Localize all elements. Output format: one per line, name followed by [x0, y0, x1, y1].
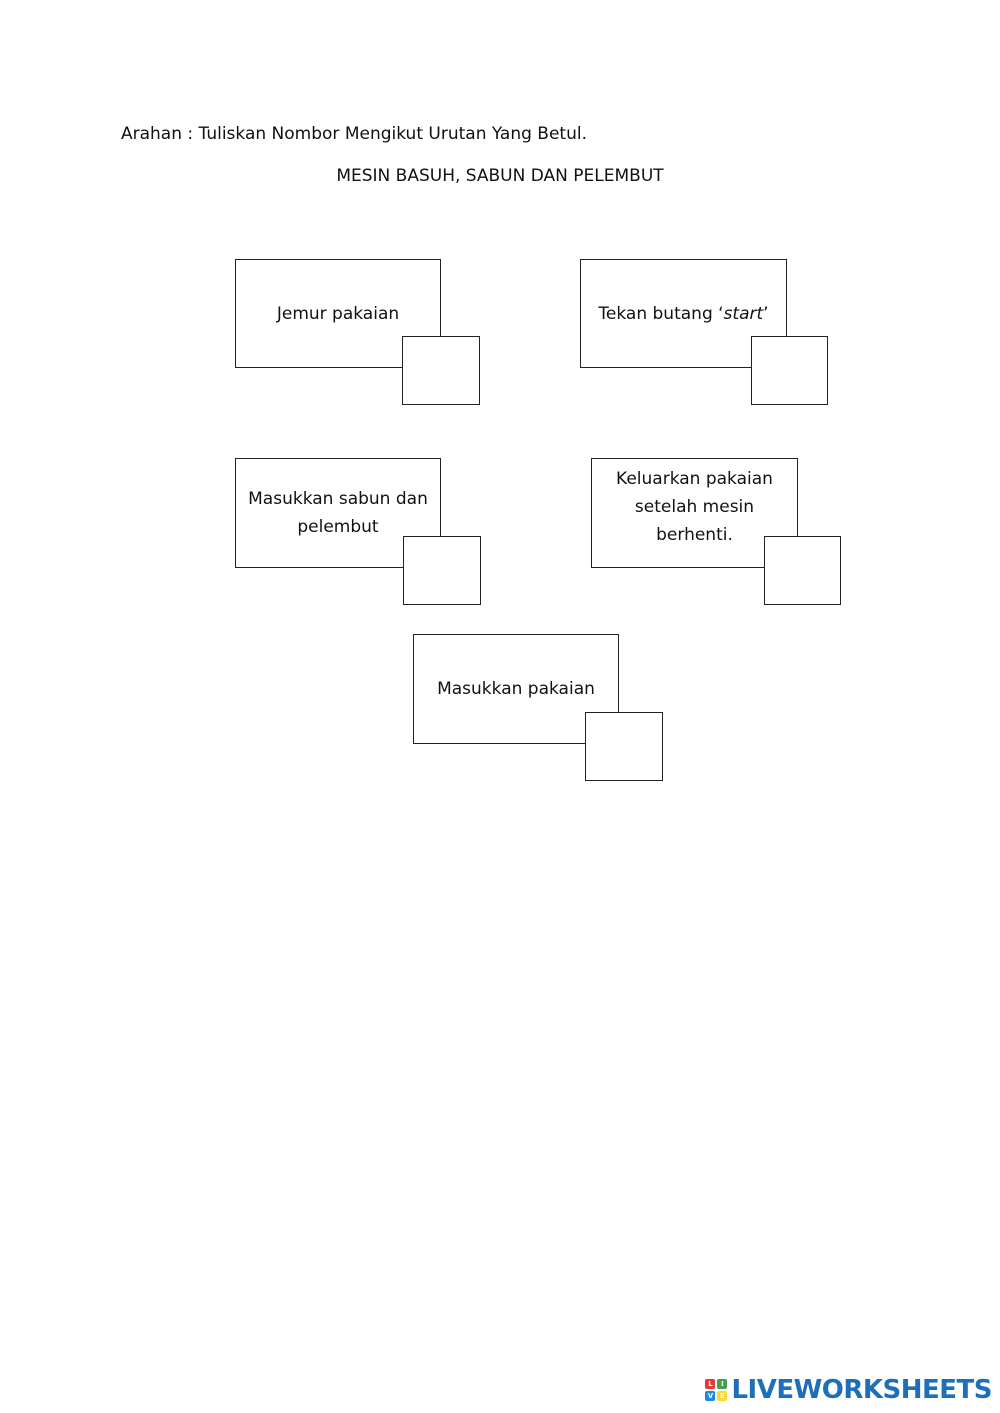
step-card-label-prefix: Tekan butang ‘ — [598, 303, 724, 324]
step-card-label: Tekan butang ‘start’ — [590, 300, 776, 328]
step-card-line: Keluarkan pakaian — [616, 469, 773, 489]
step-card-label: Jemur pakaian — [276, 303, 400, 324]
brand-watermark: L I V E LIVEWORKSHEETS — [705, 1375, 992, 1405]
step-card-label: Keluarkan pakaian setelah mesin berhenti… — [608, 465, 781, 549]
answer-box-1[interactable] — [402, 336, 480, 405]
logo-tile: V — [705, 1391, 716, 1401]
step-card-keluarkan-pakaian: Keluarkan pakaian setelah mesin berhenti… — [591, 458, 798, 568]
answer-box-5[interactable] — [585, 712, 663, 781]
step-card-line: berhenti. — [656, 525, 733, 545]
step-card-line: Masukkan sabun dan — [248, 489, 428, 509]
step-card-label-suffix: ’ — [763, 303, 769, 324]
logo-tile: I — [717, 1379, 728, 1389]
step-card-masukkan-pakaian: Masukkan pakaian — [413, 634, 619, 744]
step-card-line: setelah mesin — [634, 497, 755, 517]
logo-tile: L — [705, 1379, 716, 1389]
step-card-label: Masukkan sabun dan pelembut — [240, 485, 436, 541]
answer-box-2[interactable] — [751, 336, 828, 405]
logo-tile: E — [717, 1391, 728, 1401]
step-card-label: Masukkan pakaian — [437, 679, 595, 699]
step-card-line: pelembut — [297, 517, 379, 537]
brand-name: LIVEWORKSHEETS — [731, 1375, 992, 1405]
instruction-text: Arahan : Tuliskan Nombor Mengikut Urutan… — [121, 124, 587, 144]
liveworksheets-logo-icon: L I V E — [705, 1379, 728, 1401]
worksheet-title: MESIN BASUH, SABUN DAN PELEMBUT — [336, 166, 664, 186]
answer-box-4[interactable] — [764, 536, 841, 605]
answer-box-3[interactable] — [403, 536, 481, 605]
step-card-jemur-pakaian: Jemur pakaian — [235, 259, 441, 368]
step-card-label-italic: start — [723, 303, 764, 324]
